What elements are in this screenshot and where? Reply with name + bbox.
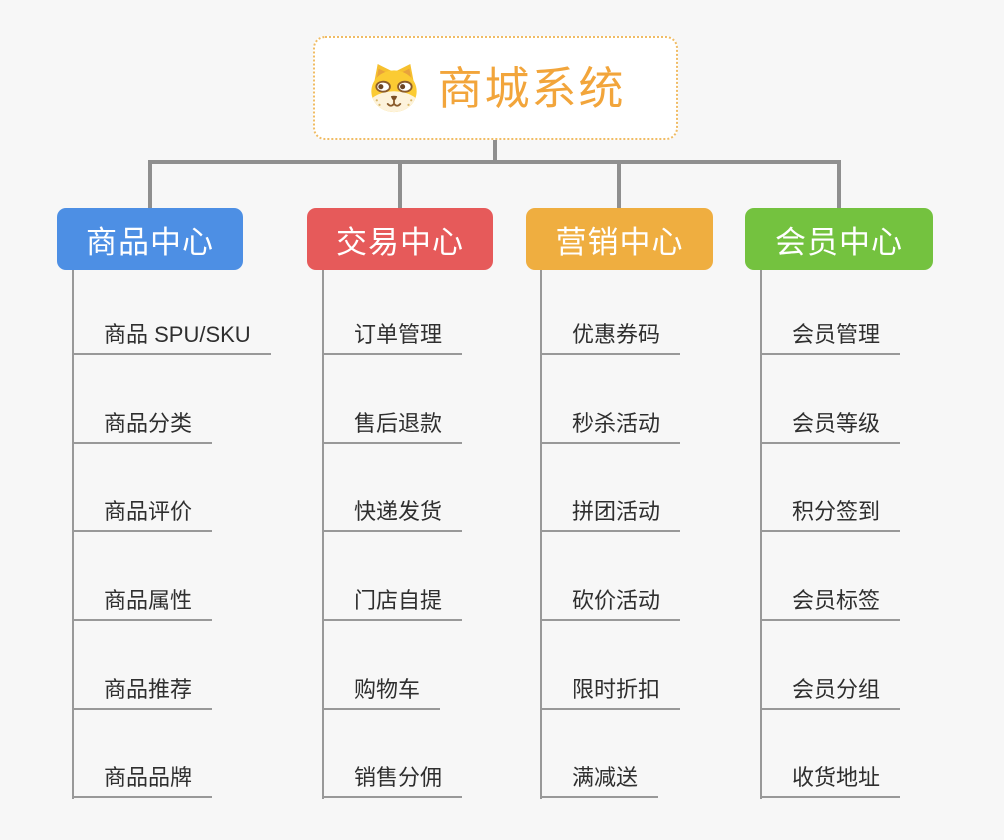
leaf-member-group[interactable]: 会员分组 bbox=[760, 672, 901, 710]
leaf-product-review[interactable]: 商品评价 bbox=[72, 494, 213, 532]
leaf-product-category[interactable]: 商品分类 bbox=[72, 406, 213, 444]
connector-drop-marketing-center bbox=[617, 160, 621, 210]
leaf-member-level[interactable]: 会员等级 bbox=[760, 406, 901, 444]
leaf-product-attribute[interactable]: 商品属性 bbox=[72, 583, 213, 621]
leaf-full-reduction-gift[interactable]: 满减送 bbox=[540, 760, 659, 798]
branch-label: 交易中心 bbox=[336, 224, 464, 260]
branch-node-trade-center[interactable]: 交易中心 bbox=[307, 208, 493, 270]
leaf-group-buy[interactable]: 拼团活动 bbox=[540, 494, 681, 532]
column-line-trade-center bbox=[322, 270, 324, 799]
branch-node-member-center[interactable]: 会员中心 bbox=[745, 208, 933, 270]
leaf-after-sale-refund[interactable]: 售后退款 bbox=[322, 406, 463, 444]
connector-horizontal-rail bbox=[148, 160, 841, 164]
leaf-express-delivery[interactable]: 快递发货 bbox=[322, 494, 463, 532]
leaf-shipping-address[interactable]: 收货地址 bbox=[760, 760, 901, 798]
leaf-sales-commission[interactable]: 销售分佣 bbox=[322, 760, 463, 798]
dog-face-icon bbox=[371, 63, 418, 112]
leaf-product-recommend[interactable]: 商品推荐 bbox=[72, 672, 213, 710]
branch-node-product-center[interactable]: 商品中心 bbox=[57, 208, 243, 270]
leaf-limited-time-discount[interactable]: 限时折扣 bbox=[540, 672, 681, 710]
connector-drop-product-center bbox=[148, 160, 152, 210]
connector-drop-member-center bbox=[837, 160, 841, 210]
leaf-product-spu-sku[interactable]: 商品 SPU/SKU bbox=[72, 317, 271, 355]
leaf-order-management[interactable]: 订单管理 bbox=[322, 317, 463, 355]
branch-label: 商品中心 bbox=[86, 224, 214, 260]
connector-drop-trade-center bbox=[398, 160, 402, 210]
leaf-product-brand[interactable]: 商品品牌 bbox=[72, 760, 213, 798]
leaf-points-checkin[interactable]: 积分签到 bbox=[760, 494, 901, 532]
leaf-store-pickup[interactable]: 门店自提 bbox=[322, 583, 463, 621]
root-node-title: 商城系统 bbox=[437, 62, 626, 114]
branch-node-marketing-center[interactable]: 营销中心 bbox=[526, 208, 713, 270]
leaf-shopping-cart[interactable]: 购物车 bbox=[322, 672, 441, 710]
column-line-marketing-center bbox=[540, 270, 542, 799]
root-node[interactable]: 商城系统 bbox=[313, 36, 678, 140]
leaf-member-tag[interactable]: 会员标签 bbox=[760, 583, 901, 621]
leaf-member-management[interactable]: 会员管理 bbox=[760, 317, 901, 355]
leaf-bargain-activity[interactable]: 砍价活动 bbox=[540, 583, 681, 621]
branch-label: 营销中心 bbox=[555, 224, 684, 260]
leaf-coupon-code[interactable]: 优惠券码 bbox=[540, 317, 681, 355]
branch-label: 会员中心 bbox=[775, 224, 903, 260]
column-line-product-center bbox=[72, 270, 74, 799]
column-line-member-center bbox=[760, 270, 762, 799]
leaf-flash-sale[interactable]: 秒杀活动 bbox=[540, 406, 681, 444]
connector-root-stem bbox=[493, 140, 497, 164]
